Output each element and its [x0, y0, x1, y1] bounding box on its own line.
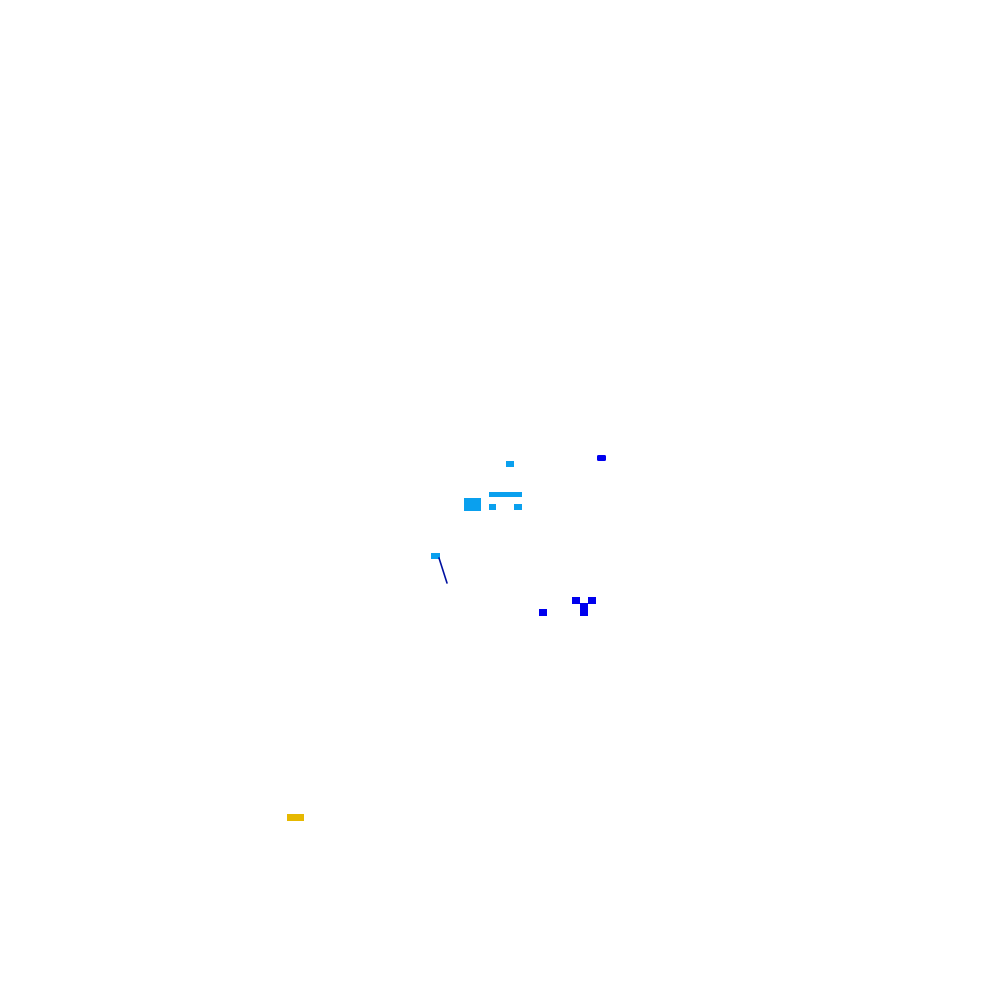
- gold-sprite-bar: [287, 814, 304, 821]
- light-blue-sprite-block: [464, 498, 481, 511]
- blue-sprite-y-stem: [580, 603, 588, 616]
- light-blue-sprite-foot-left: [489, 504, 496, 510]
- light-blue-sprite-foot-right: [514, 504, 522, 510]
- light-blue-sprite-small: [506, 461, 514, 467]
- blue-sprite-small: [539, 609, 547, 616]
- blue-sprite-y-right: [588, 597, 596, 604]
- light-blue-sprite-bar: [489, 492, 522, 497]
- light-blue-sprite-flag: [431, 553, 440, 559]
- dark-blue-line: [438, 557, 448, 584]
- blue-sprite-top-right: [597, 455, 606, 461]
- sprite-layer: [287, 455, 606, 821]
- blue-sprite-y-left: [572, 597, 580, 604]
